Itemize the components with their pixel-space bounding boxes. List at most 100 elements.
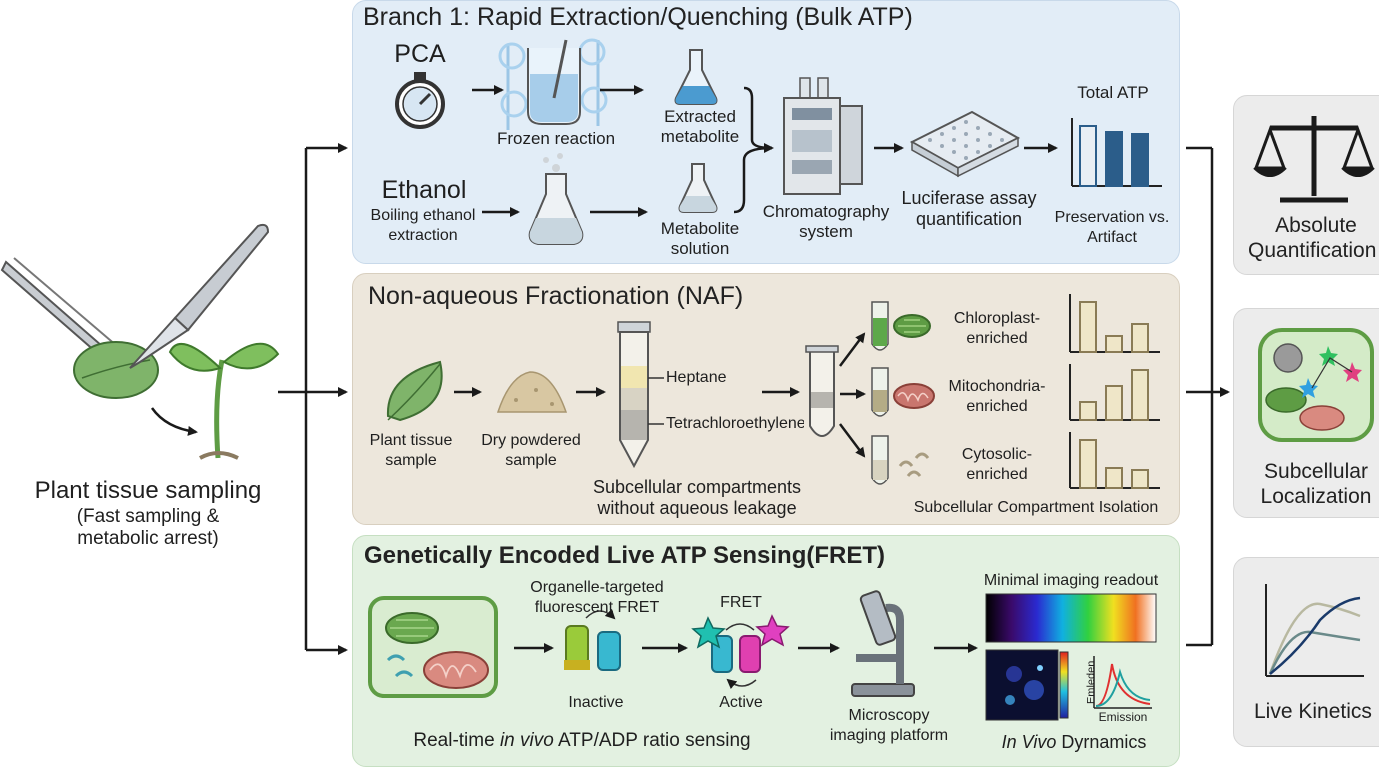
tetra-label: Tetrachloroethylene	[666, 415, 804, 432]
branch1-panel	[352, 0, 1180, 264]
sample-tube-icon	[805, 345, 839, 437]
subcompartment-label-1: Subcellular compartments	[592, 477, 802, 497]
branch3-title: Genetically Encoded Live ATP Sensing(FRE…	[364, 542, 885, 569]
ethanol-label: Ethanol	[381, 176, 467, 204]
stopwatch-icon	[395, 72, 445, 129]
subcompartment-label-2: without aqueous leakage	[597, 498, 797, 518]
heptane-label: Heptane	[666, 369, 727, 386]
fret-label: FRET	[720, 594, 762, 611]
balance-scale-icon	[1253, 116, 1375, 203]
chrom-label-1: Chromatography	[762, 202, 890, 221]
inactive-label: Inactive	[568, 694, 624, 711]
fraction-bar	[1105, 385, 1123, 421]
active-label: Active	[719, 694, 763, 711]
solution-label-2: solution	[670, 239, 730, 258]
dry-label-1: Dry powdered	[481, 432, 581, 449]
fraction-bar	[1131, 469, 1149, 489]
outcome-absolute-label-2: Quantification	[1248, 239, 1377, 262]
cytosolic-label-1: Cytosolic-	[961, 446, 1033, 463]
leaf-disc-icon	[73, 341, 159, 399]
cytosol-squiggles-icon	[898, 452, 930, 477]
plant-cell-icon	[368, 596, 498, 698]
tissue-label-1: Plant tissue	[369, 432, 453, 449]
metabolite-solution-flask-icon	[678, 163, 718, 213]
extracted-label-1: Extracted	[664, 107, 736, 126]
outcome-kinetics-box	[1233, 557, 1379, 747]
mito-label-2: enriched	[966, 398, 1028, 415]
branch2-panel	[352, 273, 1180, 525]
extracted-flask-icon	[674, 49, 718, 105]
total-atp-bar	[1131, 133, 1149, 187]
isolation-label: Subcellular Compartment Isolation	[913, 499, 1159, 516]
minimal-readout-label: Minimal imaging readout	[983, 572, 1159, 589]
frozen-beaker-icon	[498, 38, 608, 130]
branch2-arrows	[454, 332, 866, 458]
boiling-flask-icon	[528, 153, 584, 245]
microscope-icon	[851, 590, 915, 697]
fraction-bar	[1079, 301, 1097, 353]
naf-gradient-tube-icon	[617, 321, 664, 469]
kinetics-chart-icon	[1265, 584, 1364, 677]
chloroplast-label-1: Chloroplast-	[953, 310, 1041, 327]
imaging-readout-icon	[985, 593, 1157, 721]
realtime-label: Real-time in vivo ATP/ADP ratio sensing	[413, 730, 751, 751]
dry-label-2: sample	[505, 452, 557, 469]
outcome-subcellular-label-1: Subcellular	[1264, 460, 1368, 483]
fraction-bar	[1105, 335, 1123, 353]
luciferase-label-2: quantification	[915, 209, 1023, 229]
chromatography-system-icon	[783, 77, 863, 195]
total-atp-bar	[1105, 131, 1123, 187]
fraction-bar	[1079, 401, 1097, 421]
emission-axis-label: Emission	[1098, 710, 1148, 724]
organelle-label-2: fluorescent FRET	[534, 599, 660, 616]
naf-bars	[1079, 301, 1149, 489]
fraction-bar	[1079, 439, 1097, 489]
plant-leaf-icon	[386, 360, 443, 422]
total-atp-bar	[1079, 125, 1097, 187]
boiling-label-2: extraction	[388, 227, 458, 244]
assay-plate-icon	[909, 110, 1021, 178]
powder-pile-icon	[496, 371, 568, 413]
outcome-converge-arrows	[1186, 146, 1230, 647]
scalpel-icon	[129, 223, 270, 369]
branch1-title: Branch 1: Rapid Extraction/Quenching (Bu…	[363, 3, 913, 31]
fret-sensor-inactive-icon	[564, 608, 621, 671]
tissue-label-2: sample	[385, 452, 437, 469]
preservation-label-2: Artifact	[1087, 229, 1137, 246]
extracted-label-2: metabolite	[660, 127, 740, 146]
cytosolic-label-2: enriched	[966, 466, 1028, 483]
sampling-arrow	[150, 407, 198, 436]
solution-label-1: Metabolite	[660, 219, 740, 238]
seedling-icon	[168, 342, 280, 460]
pca-label: PCA	[394, 40, 446, 68]
subcellular-cell-icon	[1258, 328, 1374, 442]
organelle-label-1: Organelle-targeted	[530, 579, 664, 596]
outcome-kinetics-label: Live Kinetics	[1254, 700, 1372, 723]
mito-label-1: Mitochondria-	[948, 378, 1046, 395]
invivo-label: In Vivo Dyrnamics	[1001, 732, 1147, 752]
preservation-label-1: Preservation vs.	[1054, 209, 1170, 226]
chloroplast-label-2: enriched	[966, 330, 1028, 347]
outcome-subcellular-label-2: Localization	[1260, 485, 1372, 508]
chrom-label-2: system	[799, 222, 853, 241]
plate-wells	[928, 120, 1004, 160]
chloroplast-icon	[893, 314, 931, 338]
microscopy-label-2: imaging platform	[829, 727, 949, 744]
emleden-axis-label: Emleden	[1085, 660, 1098, 705]
mitochondrion-icon	[893, 383, 935, 409]
outcome-absolute-label-1: Absolute	[1275, 214, 1357, 237]
fraction-tubes-icon	[871, 301, 889, 485]
luciferase-label-1: Luciferase assay	[901, 188, 1037, 208]
frozen-label: Frozen reaction	[496, 129, 616, 148]
branch1-arrows	[472, 85, 1058, 217]
fraction-bar	[1131, 369, 1149, 421]
microscopy-label-1: Microscopy	[848, 707, 930, 724]
source-title: Plant tissue sampling	[34, 477, 262, 504]
source-branch-arrows	[278, 143, 348, 655]
fraction-bar	[1105, 467, 1123, 489]
fraction-bar	[1131, 323, 1149, 353]
fret-sensor-active-icon	[691, 614, 790, 690]
branch2-title: Non-aqueous Fractionation (NAF)	[368, 282, 744, 310]
source-subtitle-2: metabolic arrest)	[77, 528, 219, 549]
